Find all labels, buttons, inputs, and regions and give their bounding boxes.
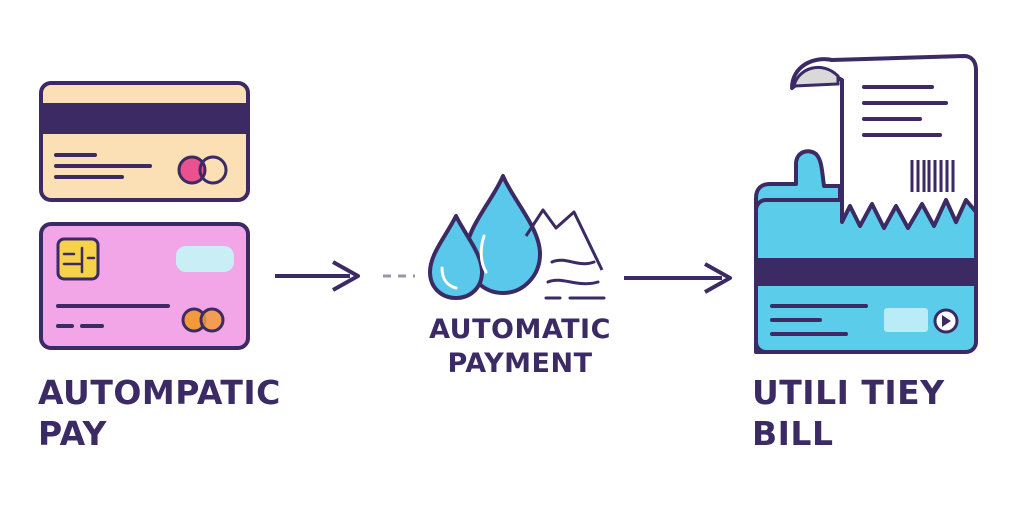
label-left-line1: AUTOMPATIC: [38, 373, 281, 412]
label-utility-bill: UTILI TIEY BILL: [752, 372, 945, 455]
label-left-line2: PAY: [38, 414, 107, 454]
arrow-right-icon: [275, 260, 360, 292]
receipt-bill-icon: [754, 54, 978, 354]
credit-card-icon: [39, 81, 250, 202]
label-right-line1: UTILI TIEY: [752, 373, 945, 412]
barcode-icon: [910, 160, 955, 192]
arrow-right-icon-2: [624, 262, 732, 294]
label-middle-line2: PAYMENT: [447, 347, 593, 379]
label-automatic-payment: AUTOMATIC PAYMENT: [420, 313, 620, 381]
label-middle-line1: AUTOMATIC: [429, 314, 611, 345]
chip-card-icon: [39, 222, 250, 350]
water-drops-icon: [428, 174, 606, 300]
label-automatic-pay: AUTOMPATIC PAY: [38, 372, 281, 455]
label-right-line2: BILL: [752, 414, 834, 454]
